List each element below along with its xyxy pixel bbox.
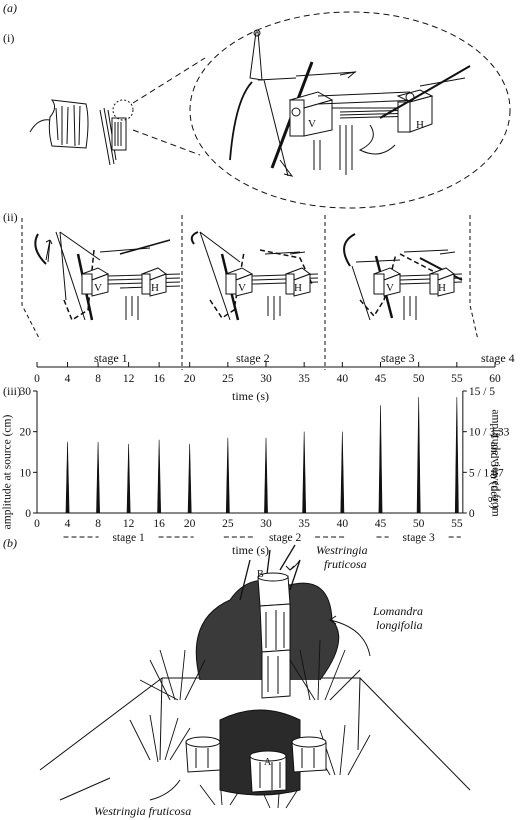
amplitude-spike [378, 405, 383, 514]
x-tick-label: 8 [95, 518, 101, 530]
svg-text:V: V [308, 118, 316, 130]
species-label-top-1: Westringia [316, 543, 368, 557]
timeline-tick-label: 50 [413, 373, 425, 385]
timeline-tick-label: 4 [65, 373, 71, 385]
y-tick-label-left: 20 [20, 427, 32, 439]
stage-label: stage 3 [381, 351, 415, 365]
x-tick-label: 40 [337, 518, 349, 530]
chart-stage-label: stage 2 [269, 532, 302, 544]
stage-label: stage 2 [236, 351, 270, 365]
y-tick-label-right: 0 [469, 508, 475, 520]
y-tick-label-left: 0 [25, 508, 31, 520]
amplitude-spike [126, 443, 131, 514]
x-tick-label: 45 [375, 518, 387, 530]
row-iii-label: (iii) [3, 384, 21, 398]
y-tick-label-left: 30 [20, 386, 32, 398]
timeline-tick-label: 0 [34, 373, 40, 385]
amplitude-spike [340, 431, 345, 514]
timeline-tick-label: 40 [337, 373, 349, 385]
x-tick-label: 50 [413, 518, 425, 530]
y-tick-label-right: 15 / 5 [469, 386, 495, 398]
svg-text:V: V [238, 282, 246, 294]
stage-label: stage 4 [481, 351, 515, 365]
y-tick-label-left: 10 [20, 467, 32, 479]
chart-stage-label: stage 3 [403, 532, 436, 544]
amplitude-spike [264, 437, 268, 514]
svg-text:H: H [416, 119, 424, 131]
row-ii-label: (ii) [3, 210, 18, 224]
amplitude-spike [416, 397, 421, 514]
timeline-tick-label: 30 [260, 373, 272, 385]
amplitude-spike [65, 441, 70, 514]
amplitude-spike [157, 439, 162, 514]
svg-text:V: V [94, 282, 102, 294]
x-tick-label: 0 [34, 518, 40, 530]
x-tick-label: 55 [451, 518, 463, 530]
timeline-tick-label: 45 [375, 373, 387, 385]
svg-text:B: B [257, 569, 264, 580]
svg-text:V: V [386, 282, 394, 294]
amplitude-spike [225, 437, 230, 514]
small-rig [99, 99, 134, 166]
amplitude-spike [454, 397, 459, 514]
x-tick-label: 12 [123, 518, 135, 530]
timeline-tick-label: 20 [184, 373, 196, 385]
chart-xlabel: time (s) [232, 543, 269, 557]
amplitude-spike [96, 441, 100, 514]
x-tick-label: 25 [222, 518, 234, 530]
x-tick-label: 35 [298, 518, 310, 530]
amplitude-spike [187, 443, 192, 514]
stage-divider-lines [21, 215, 479, 370]
zoomed-rig: V H [229, 29, 471, 177]
svg-text:H: H [294, 282, 302, 294]
timeline-tick-label: 16 [153, 373, 165, 385]
row-i-label: (i) [3, 31, 15, 45]
timeline-tick-label: 60 [489, 373, 501, 385]
small-log-sample [29, 99, 89, 149]
x-tick-label: 4 [65, 518, 71, 530]
stage-rigs: V H V H V [34, 231, 463, 322]
x-tick-label: 30 [260, 518, 272, 530]
species-label-top-2: fruticosa [324, 557, 367, 571]
svg-text:H: H [438, 282, 446, 294]
amplitude-spike [302, 431, 307, 514]
x-tick-label: 16 [153, 518, 165, 530]
timeline-tick-label: 8 [95, 373, 101, 385]
timeline-xlabel: time (s) [232, 389, 269, 403]
chart-ylabel-right-2: 1 and 3 m (deg.) [487, 433, 500, 509]
species-label-right-1: Lomandra [373, 604, 424, 618]
x-tick-label: 20 [184, 518, 196, 530]
species-label-bottom: Westringia fruticosa [94, 804, 192, 818]
svg-text:A: A [264, 757, 272, 768]
chart-stage-label: stage 1 [112, 532, 145, 544]
svg-text:H: H [151, 282, 159, 294]
timeline-tick-label: 35 [298, 373, 310, 385]
stage-label: stage 1 [94, 351, 128, 365]
species-label-right-2: longifolia [376, 618, 423, 632]
timeline-tick-label: 55 [451, 373, 463, 385]
chart-ylabel-left: amplitude at source (cm) [1, 414, 14, 530]
panel-a-label: (a) [3, 1, 17, 15]
panel-b-label: (b) [3, 536, 17, 550]
timeline-tick-label: 25 [222, 373, 234, 385]
timeline-tick-label: 12 [123, 373, 135, 385]
